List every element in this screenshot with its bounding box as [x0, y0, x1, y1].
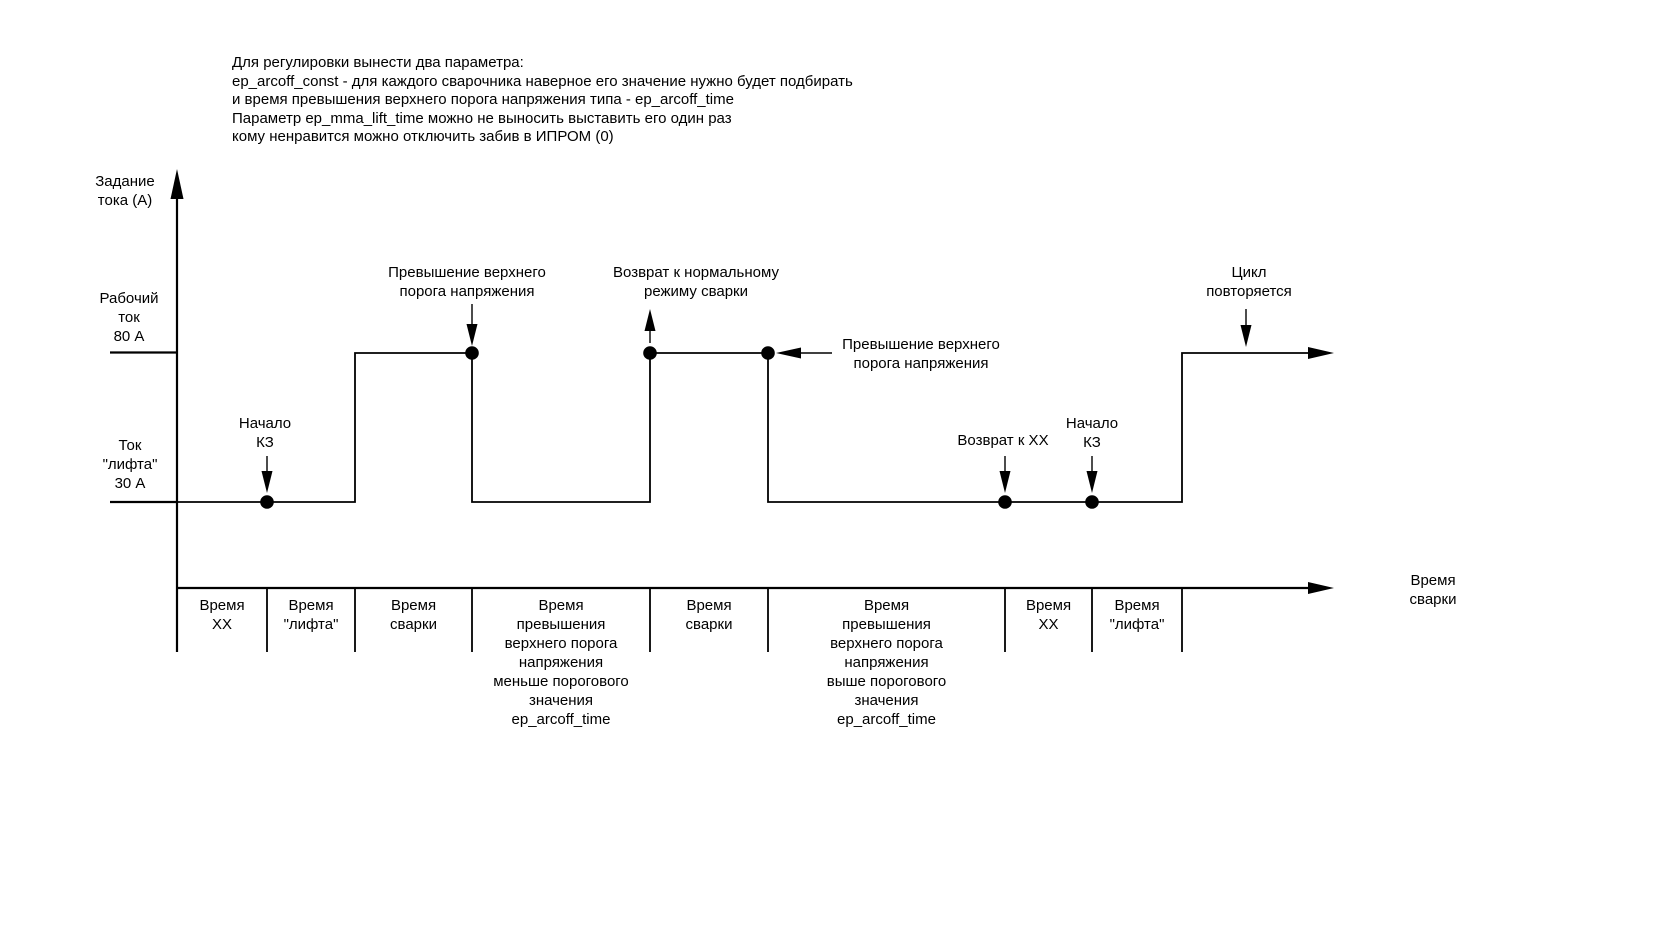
timeline-segment-lift-2: Время "лифта"	[1109, 597, 1165, 633]
waveform-arrowhead-icon	[1308, 347, 1334, 359]
event-dots	[260, 346, 1099, 509]
annotation-cycle-repeats: Цикл повторяется	[1206, 264, 1292, 300]
event-dot-exceed-right	[761, 346, 775, 360]
x-axis-label: Время сварки	[1409, 572, 1457, 608]
annotation-start-kz-right: Начало КЗ	[1065, 415, 1119, 451]
down-arrowhead-icon	[1240, 325, 1252, 347]
working-current-label: Рабочий ток 80 А	[99, 290, 159, 345]
annotation-exceed-upper-right: Превышение верхнего порога напряжения	[842, 336, 1000, 372]
timeline-segment-welding-1: Время сварки	[390, 597, 437, 633]
y-axis-label: Задание тока (А)	[95, 173, 155, 209]
annotation-start-kz-left: Начало КЗ	[238, 415, 292, 451]
left-arrowhead-icon	[776, 347, 801, 359]
timeline-segment-lift-1: Время "лифта"	[283, 597, 339, 633]
timeline-segment-exceed-more: Время превышения верхнего порога напряже…	[826, 597, 947, 728]
x-axis-arrowhead-icon	[1308, 582, 1334, 594]
event-dot-return-normal	[643, 346, 657, 360]
annotation-arrow-shafts	[266, 304, 1247, 473]
y-axis-arrowhead-icon	[170, 169, 184, 199]
event-dot-start-kz-right	[1085, 495, 1099, 509]
annotation-exceed-upper-left: Превышение верхнего порога напряжения	[388, 264, 546, 300]
header-note: Для регулировки вынести два параметра: e…	[232, 54, 853, 145]
event-dot-exceed-left	[465, 346, 479, 360]
annotation-return-normal: Возврат к нормальному режиму сварки	[613, 264, 779, 300]
event-dot-return-xx	[998, 495, 1012, 509]
down-arrowhead-icon	[1086, 471, 1098, 493]
current-waveform	[177, 352, 1310, 503]
timeline-dividers	[266, 588, 1183, 652]
down-arrowhead-icon	[261, 471, 273, 493]
timeline-segment-xx-1: Время ХХ	[199, 597, 245, 633]
up-arrowhead-icon	[644, 309, 656, 331]
down-arrowhead-icon	[466, 324, 478, 346]
event-dot-start-kz-left	[260, 495, 274, 509]
down-arrowhead-icon	[999, 471, 1011, 493]
annotation-return-xx: Возврат к ХХ	[957, 432, 1049, 449]
lift-current-label: Ток "лифта" 30 А	[102, 437, 158, 492]
timeline-segment-welding-2: Время сварки	[685, 597, 733, 633]
timeline-segment-xx-2: Время ХХ	[1025, 597, 1072, 633]
timeline-segment-exceed-less: Время превышения верхнего порога напряже…	[493, 597, 629, 728]
